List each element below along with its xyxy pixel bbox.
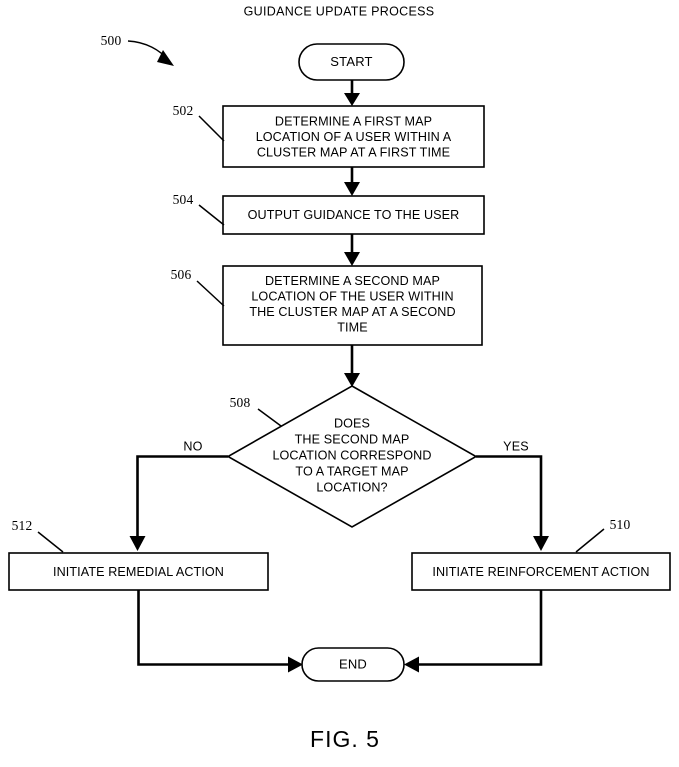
process-box-512-leader	[37, 531, 64, 553]
process-box-506-ref: 506	[171, 267, 192, 282]
decision-diamond-508-line-5: LOCATION?	[316, 480, 387, 494]
process-box-504	[222, 195, 485, 235]
figure-caption: FIG. 5	[310, 726, 380, 752]
process-box-504-ref: 504	[173, 192, 194, 207]
connector-512-to-end-arrowhead	[288, 656, 303, 673]
process-box-504-line-1: OUTPUT GUIDANCE TO THE USER	[248, 208, 460, 222]
diagram-ref-500: 500	[101, 33, 122, 48]
branch-label-no: NO	[183, 439, 202, 453]
process-box-502-ref: 502	[173, 103, 194, 118]
connector-no-branch	[136, 455, 228, 538]
decision-diamond-508	[226, 385, 478, 528]
end-node	[301, 647, 405, 682]
decision-diamond-508-line-1: DOES	[334, 416, 370, 430]
process-box-506-line-4: TIME	[337, 320, 367, 334]
process-box-502	[222, 105, 485, 168]
process-box-512	[8, 552, 269, 591]
process-box-502-leader	[198, 115, 225, 142]
connector-506-to-508-arrowhead	[344, 373, 360, 387]
process-box-502-line-3: CLUSTER MAP AT A FIRST TIME	[257, 145, 450, 159]
decision-diamond-508-line-2: THE SECOND MAP	[295, 432, 410, 446]
decision-diamond-508-line-3: LOCATION CORRESPOND	[272, 448, 431, 462]
process-box-502-line-1: DETERMINE A FIRST MAP	[275, 114, 432, 128]
process-box-510-ref: 510	[610, 517, 631, 532]
process-box-510-leader	[575, 528, 605, 553]
process-box-512-ref: 512	[12, 518, 33, 533]
connector-yes-branch-arrowhead	[533, 536, 549, 551]
connector-512-to-end	[137, 590, 289, 666]
figure-title: GUIDANCE UPDATE PROCESS	[244, 4, 435, 18]
start-node-label: START	[330, 54, 372, 69]
process-box-512-line-1: INITIATE REMEDIAL ACTION	[53, 565, 224, 579]
connector-yes-branch	[476, 455, 543, 538]
branch-label-yes: YES	[503, 439, 529, 453]
connector-510-to-end-arrowhead	[404, 656, 419, 673]
process-box-510-line-1: INITIATE REINFORCEMENT ACTION	[432, 565, 649, 579]
end-node-label: END	[339, 656, 367, 671]
connector-504-to-506-arrowhead	[344, 252, 360, 266]
process-box-506-line-1: DETERMINE A SECOND MAP	[265, 274, 440, 288]
connector-start-to-502-arrowhead	[344, 93, 360, 106]
process-box-506-leader	[196, 280, 225, 307]
decision-diamond-508-ref: 508	[230, 395, 251, 410]
diagram-ref-500-arrowhead	[157, 50, 174, 66]
decision-diamond-508-leader	[257, 408, 282, 427]
connector-no-branch-arrowhead	[129, 536, 146, 551]
process-box-502-line-2: LOCATION OF A USER WITHIN A	[256, 130, 452, 144]
connector-502-to-504-arrowhead	[344, 182, 360, 196]
process-box-506-line-2: LOCATION OF THE USER WITHIN	[251, 289, 453, 303]
process-box-504-leader	[198, 204, 225, 226]
connector-510-to-end	[418, 590, 543, 666]
decision-diamond-508-line-4: TO A TARGET MAP	[295, 464, 408, 478]
process-box-506-line-3: THE CLUSTER MAP AT A SECOND	[249, 305, 455, 319]
